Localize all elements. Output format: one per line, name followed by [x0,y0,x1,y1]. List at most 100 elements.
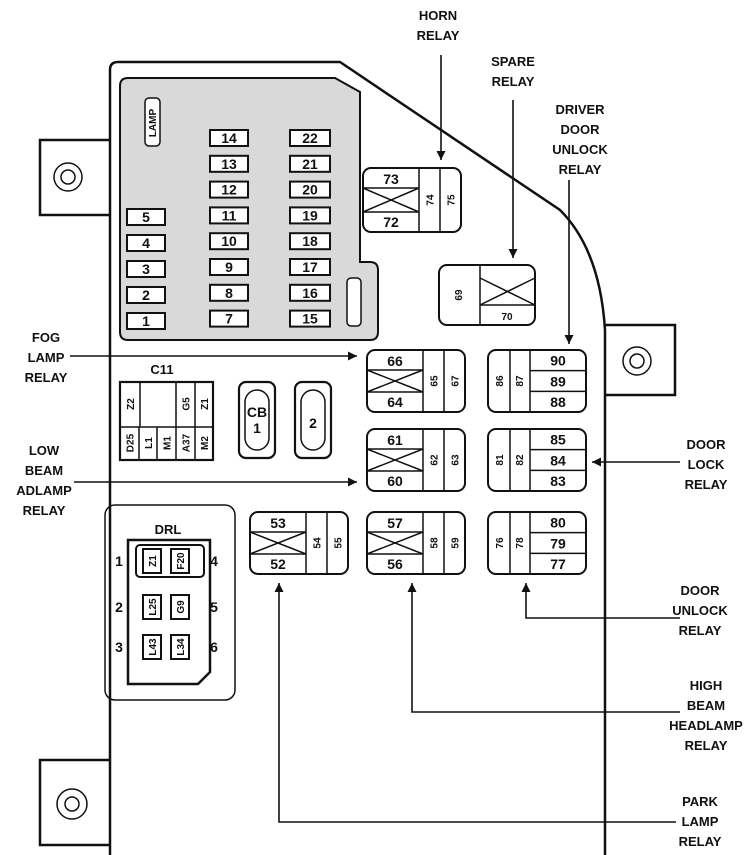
low-beam-headlamp-relay-label-line-1: LOW [29,443,60,458]
c11-pin-A37: A37 [182,433,193,452]
right-fuse-15 [289,309,331,328]
horn-relay-label-line-1: HORN [419,8,457,23]
drl-cell-label-Z1: Z1 [148,555,159,567]
drl-cell-label-L34: L34 [176,638,187,656]
door-unlock-relay-label-line-1: DOOR [681,583,721,598]
fog-relay-pin-67: 67 [451,375,462,387]
high-beam-relay-bottom: 56 [387,556,403,572]
c11-pin-M1: M1 [163,436,174,450]
right-fuse-21 [289,154,331,173]
drl-cell-label-F20: F20 [176,552,187,570]
driver-door-unlock-relay-pin-86: 86 [495,375,506,387]
fuse-label-10: 10 [221,233,237,249]
fuse-label-2: 2 [142,287,150,303]
low-beam-relay-bottom: 60 [387,473,403,489]
left-fuse-5 [126,208,166,226]
mount-hole-top-left [53,162,83,192]
high-beam-headlamp-relay-arrow [411,583,680,713]
low-beam-headlamp-relay-label-line-2: BEAM [25,463,63,478]
door-lock-relay-term-84: 84 [550,452,566,468]
high-beam-headlamp-relay-label-line-1: HIGH [690,678,723,693]
right-fuse-19 [289,206,331,225]
high-beam-headlamp-relay-label-line-2: BEAM [687,698,725,713]
mid-fuse-14 [209,129,249,147]
door-lock-relay-pin-81: 81 [495,454,506,466]
fuse-label-15: 15 [302,311,318,327]
door-lock-relay-label-line-1: DOOR [687,437,727,452]
door-unlock-relay-pin-76: 76 [495,537,506,549]
fuse-label-14: 14 [221,130,237,146]
mid-fuse-11 [209,206,249,225]
fuse-label-16: 16 [302,285,318,301]
fog-relay-pin-65: 65 [430,375,441,387]
c11-pin-M2: M2 [200,436,211,450]
callout-group: HORNRELAYSPARERELAYDRIVERDOORUNLOCKRELAY… [16,8,743,849]
door-lock-relay-pin-82: 82 [515,454,526,466]
horn-relay-label-line-2: RELAY [417,28,460,43]
c11-pin-Z1: Z1 [200,398,211,410]
horn-relay-pin-74: 74 [426,194,437,206]
drl-cell-L25 [142,594,162,620]
fuse-label-21: 21 [302,156,318,172]
park-lamp-relay-pin-55: 55 [334,537,345,549]
mid-fuse-13 [209,154,249,173]
c11-pin-Z2: Z2 [126,398,137,410]
left-fuse-3 [126,260,166,278]
right-fuse-20 [289,180,331,199]
fuse-label-11: 11 [222,207,237,223]
drl-cell-G9 [170,594,190,620]
spare-relay-bottom: 70 [501,312,513,323]
driver-door-unlock-relay-label-line-2: DOOR [561,122,601,137]
fuse-label-20: 20 [302,182,318,198]
low-beam-relay-pin-63: 63 [451,454,462,466]
spare-relay-label-line-2: RELAY [492,74,535,89]
mount-hole-right [622,346,652,376]
housing-outline [108,60,607,855]
door-lock-relay-arrow-head [592,457,601,467]
driver-door-unlock-relay-label-line-4: RELAY [559,162,602,177]
drl-frame [104,504,236,701]
driver-door-unlock-relay-term-88: 88 [550,394,566,410]
c11-pin-G5: G5 [182,397,193,411]
c11-housing [118,380,215,462]
high-beam-headlamp-relay-label-line-3: HEADLAMP [669,718,743,733]
c11-pin-D25: D25 [126,433,137,452]
door-lock-relay-term-83: 83 [550,473,566,489]
mid-fuse-9 [209,258,249,276]
mount-ear-bottom-left [38,758,110,847]
door-unlock-relay-term-79: 79 [550,535,566,551]
low-beam-relay-top: 61 [387,432,403,448]
high-beam-relay-pin-59: 59 [451,537,462,549]
driver-door-unlock-relay-term-90: 90 [550,353,566,369]
drl-pin-right-5: 5 [210,599,218,615]
circuit-breaker-2: 2 [293,380,333,460]
driver-door-unlock-relay-label-line-3: UNLOCK [552,142,608,157]
fuse-label-1: 1 [142,313,150,329]
cb2-number: 2 [309,415,317,431]
low-beam-headlamp-relay-label-line-4: RELAY [23,503,66,518]
door-unlock-relay-arrow [525,583,680,619]
drl-pin-left-3: 3 [115,639,123,655]
drl-cell-L43 [142,634,162,660]
park-lamp-relay-label-line-3: RELAY [679,834,722,849]
drl-pin-right-6: 6 [210,639,218,655]
fuse-label-7: 7 [225,311,233,327]
fuse-label-3: 3 [142,261,150,277]
park-lamp-relay-arrow-head [274,583,284,592]
c11-pin-L1: L1 [144,437,155,449]
fog-lamp-relay-label-line-1: FOG [32,330,60,345]
drl-cell-label-G9: G9 [176,600,187,614]
fuse-label-19: 19 [302,207,318,223]
door-unlock-relay-pin-78: 78 [515,537,526,549]
